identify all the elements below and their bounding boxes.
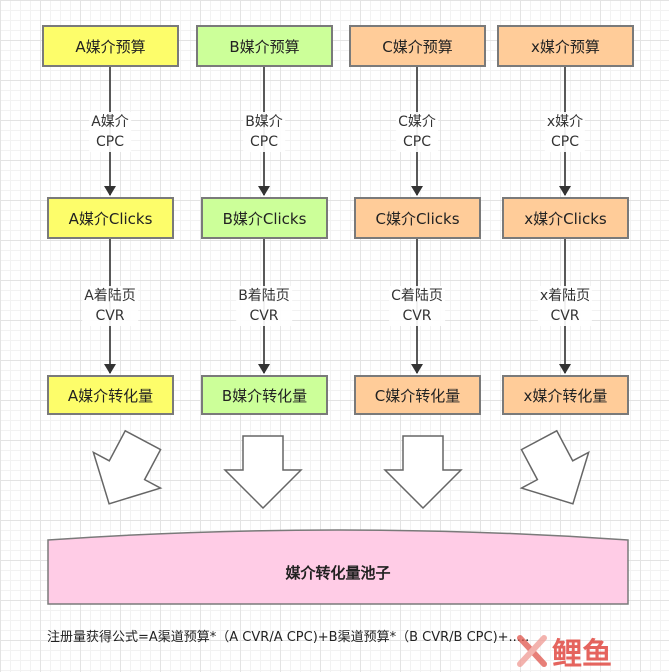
clicks-box-x: x媒介Clicks [502, 197, 629, 239]
budget-box-b: B媒介预算 [196, 25, 333, 67]
block-down-arrow-icon-b [223, 435, 303, 510]
conversions-box-x: x媒介转化量 [502, 375, 629, 415]
cvr-label-x: x着陆页 CVR [537, 286, 593, 326]
formula-text: 注册量获得公式=A渠道预算*（A CVR/A CPC)+B渠道预算*（B CVR… [47, 630, 530, 645]
block-down-arrow-icon-c [383, 435, 463, 510]
cpc-label-a: A媒介 CPC [89, 112, 131, 152]
conversions-box-c: C媒介转化量 [354, 375, 481, 415]
cpc-label-x: x媒介 CPC [544, 112, 586, 152]
budget-box-a: A媒介预算 [42, 25, 179, 67]
budget-box-x: x媒介预算 [497, 25, 634, 67]
cvr-label-a: A着陆页 CVR [82, 286, 138, 326]
x-mark [517, 635, 547, 667]
cvr-label-b: B着陆页 CVR [236, 286, 292, 326]
cpc-label-c: C媒介 CPC [396, 112, 438, 152]
cpc-label-b: B媒介 CPC [243, 112, 285, 152]
budget-box-c: C媒介预算 [349, 25, 486, 67]
clicks-box-a: A媒介Clicks [47, 197, 174, 239]
fish-logo-icon: 鲤鱼 [517, 635, 612, 672]
watermark-text: 鲤鱼 [552, 637, 612, 672]
clicks-box-c: C媒介Clicks [354, 197, 481, 239]
conversions-box-b: B媒介转化量 [201, 375, 328, 415]
clicks-box-b: B媒介Clicks [201, 197, 328, 239]
conversions-box-a: A媒介转化量 [47, 375, 174, 415]
pool-shape [47, 529, 629, 605]
pool-label: 媒介转化量池子 [285, 563, 391, 582]
block-down-arrow-icon-a [92, 429, 163, 505]
block-down-arrow-icon-x [519, 429, 590, 505]
cvr-label-c: C着陆页 CVR [389, 286, 445, 326]
